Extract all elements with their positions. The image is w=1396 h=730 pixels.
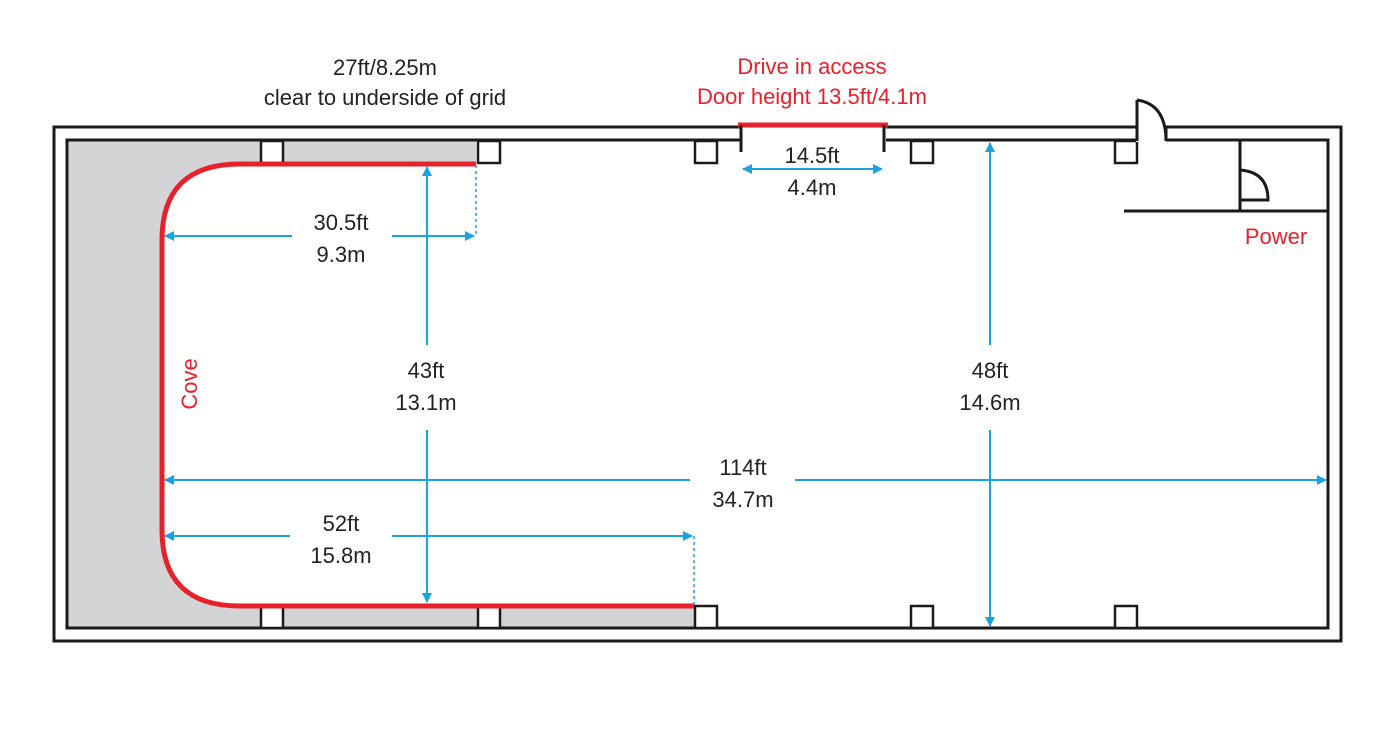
- door-width-ft: 14.5ft: [784, 143, 839, 168]
- column: [476, 604, 502, 630]
- cove-depth-ft: 43ft: [408, 358, 445, 383]
- studio-length-m: 34.7m: [712, 487, 773, 512]
- cove-top-m: 9.3m: [317, 242, 366, 267]
- studio-width-m: 14.6m: [959, 390, 1020, 415]
- column: [909, 139, 935, 165]
- building-walls: [52, 125, 1343, 643]
- power-label: Power: [1245, 224, 1307, 249]
- column: [259, 604, 285, 630]
- door-opening: [740, 125, 886, 142]
- cove-label: Cove: [177, 358, 202, 409]
- power-room-partition: [1124, 141, 1328, 213]
- cove-depth-m: 13.1m: [395, 390, 456, 415]
- grid-height-line2: clear to underside of grid: [264, 85, 506, 110]
- grid-height-line1: 27ft/8.25m: [333, 55, 437, 80]
- drive-in-line1: Drive in access: [737, 54, 886, 79]
- column: [693, 139, 719, 165]
- column: [1113, 139, 1139, 165]
- cove-bottom-m: 15.8m: [310, 543, 371, 568]
- column: [909, 604, 935, 630]
- cove-top-ft: 30.5ft: [313, 210, 368, 235]
- cove-curve: [159, 161, 694, 609]
- cove-bottom-ft: 52ft: [323, 511, 360, 536]
- studio-length-ft: 114ft: [719, 455, 766, 480]
- cove-shaded-area: [68, 141, 694, 628]
- studio-width-ft: 48ft: [972, 358, 1009, 383]
- column: [476, 139, 502, 165]
- column: [259, 139, 285, 165]
- extension-lines: [475, 165, 695, 606]
- entrance-door: [1135, 98, 1168, 142]
- drive-in-line2: Door height 13.5ft/4.1m: [697, 84, 927, 109]
- columns-bottom: [259, 604, 1139, 630]
- door-width-m: 4.4m: [788, 175, 837, 200]
- columns-top: [259, 139, 1139, 165]
- column: [1113, 604, 1139, 630]
- dimension-lines: [164, 142, 1327, 627]
- column: [693, 604, 719, 630]
